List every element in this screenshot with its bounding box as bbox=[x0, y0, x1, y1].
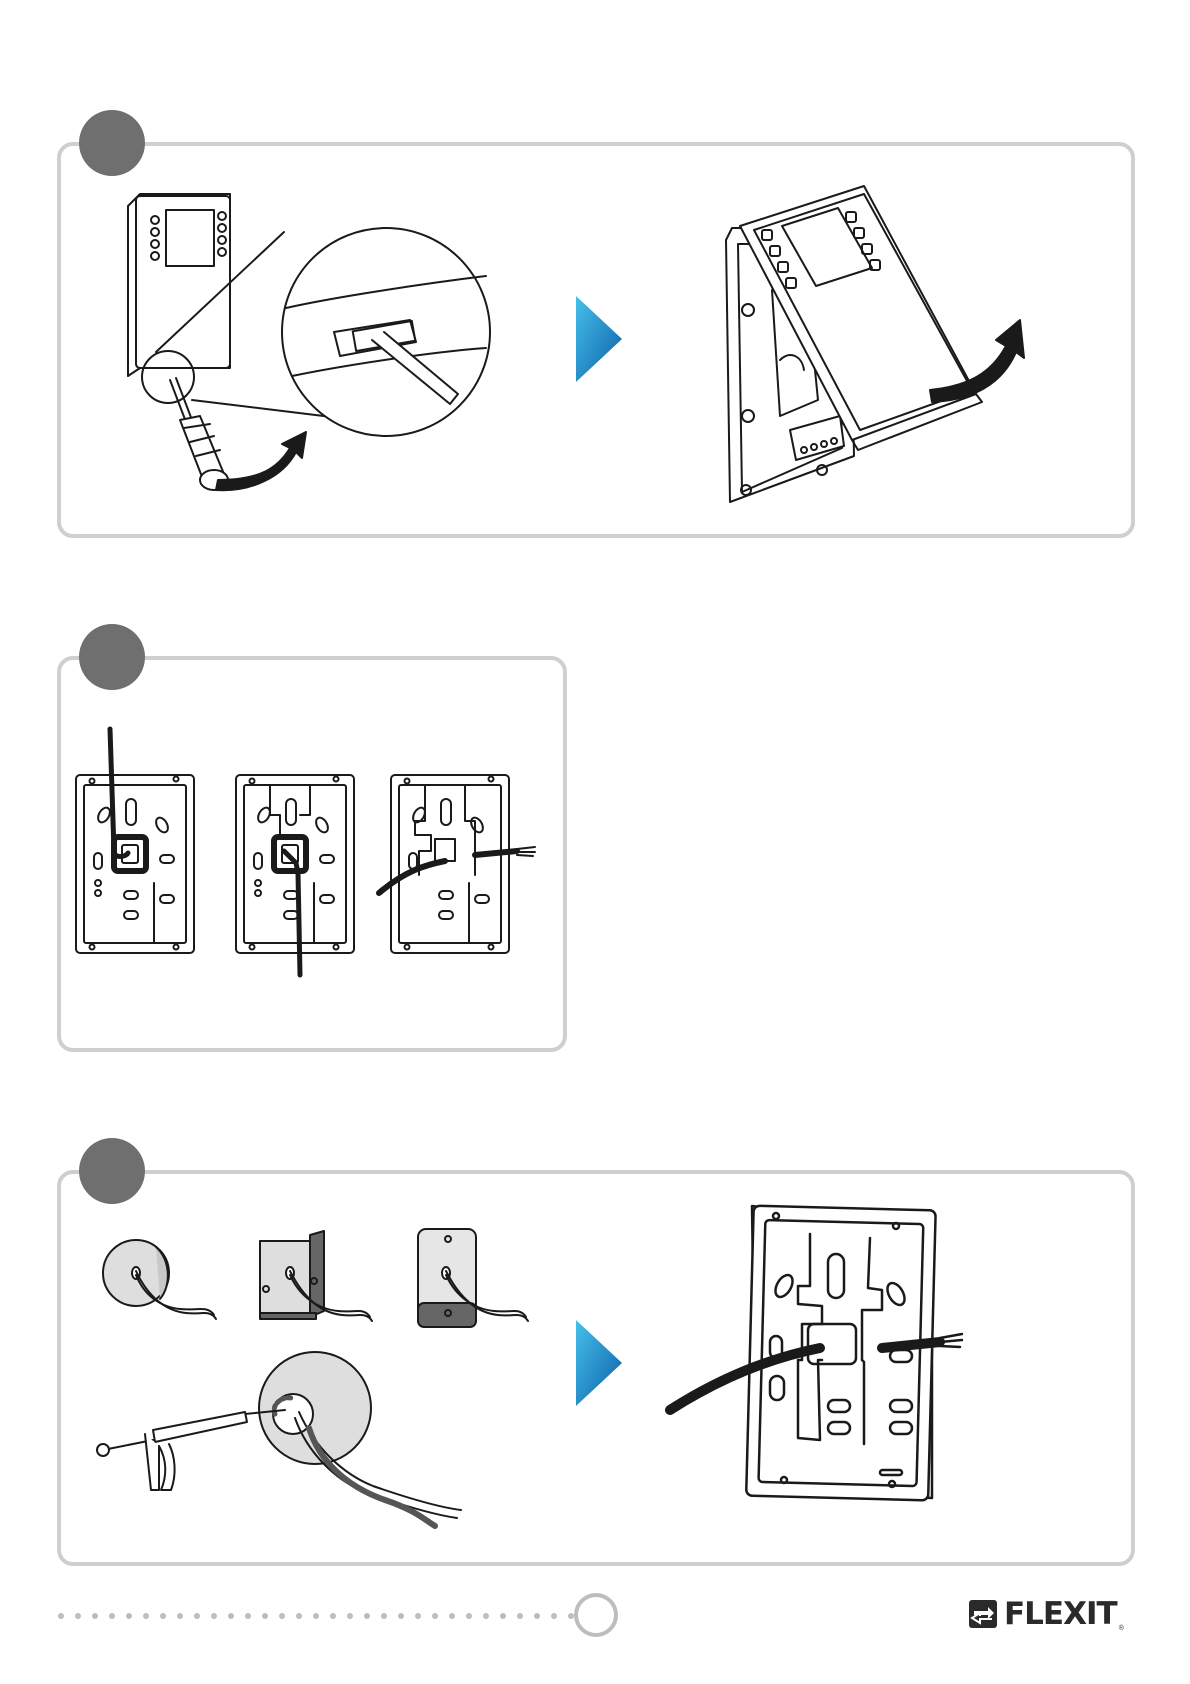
sealant-gun-illustration bbox=[95, 1350, 475, 1540]
controller-cover-open-illustration bbox=[720, 180, 1040, 510]
step-2-badge bbox=[79, 624, 145, 690]
next-arrow-icon bbox=[576, 296, 624, 382]
ventilation-arrows-icon bbox=[968, 1599, 998, 1629]
backplate-cable-routing-illustration bbox=[70, 725, 560, 985]
next-arrow-icon-2 bbox=[576, 1320, 624, 1406]
registered-mark: ® bbox=[1119, 1625, 1124, 1632]
page-indicator-circle bbox=[574, 1593, 618, 1637]
flexit-logo: FLEXIT ® bbox=[968, 1596, 1124, 1632]
backplate-mounted-illustration bbox=[700, 1200, 1030, 1510]
step-3-badge bbox=[79, 1138, 145, 1204]
pagination-dots bbox=[57, 1612, 577, 1620]
controller-screwdriver-illustration bbox=[100, 180, 500, 520]
brand-name: FLEXIT bbox=[1004, 1596, 1117, 1632]
step-1-badge bbox=[79, 110, 145, 176]
wall-box-variants-illustration bbox=[100, 1225, 560, 1340]
